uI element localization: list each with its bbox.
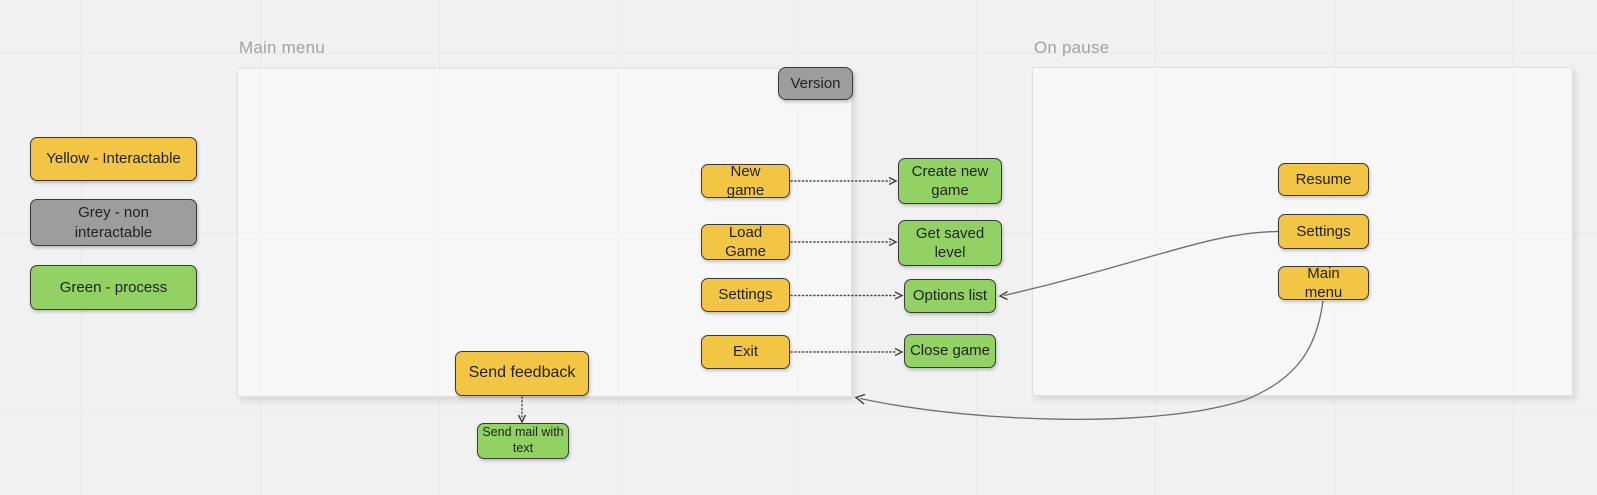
frame-title-on-pause[interactable]: On pause [1034,38,1110,57]
connector-send-feedback-to-send-mail [517,396,527,424]
node-new-game[interactable]: New game [701,163,790,199]
legend-grey-non-interactable[interactable]: Grey - non interactable [30,199,197,246]
node-pause-settings[interactable]: Settings [1278,214,1369,249]
node-options-list[interactable]: Options list [904,279,996,313]
node-version[interactable]: Version [778,67,853,100]
node-get-saved-level[interactable]: Get saved level [898,220,1002,266]
legend-yellow-interactable[interactable]: Yellow - Interactable [30,137,197,181]
node-send-feedback[interactable]: Send feedback [455,351,589,396]
node-close-game[interactable]: Close game [904,334,996,368]
node-load-game[interactable]: Load Game [701,224,790,260]
node-settings[interactable]: Settings [701,278,790,312]
node-resume[interactable]: Resume [1278,163,1369,196]
node-pause-main-menu[interactable]: Main menu [1278,265,1369,301]
node-send-mail-with-text[interactable]: Send mail with text [477,423,569,459]
legend-green-process[interactable]: Green - process [30,265,197,310]
node-create-new-game[interactable]: Create new game [898,158,1002,204]
frame-title-main-menu[interactable]: Main menu [239,38,325,57]
node-exit[interactable]: Exit [701,335,790,369]
